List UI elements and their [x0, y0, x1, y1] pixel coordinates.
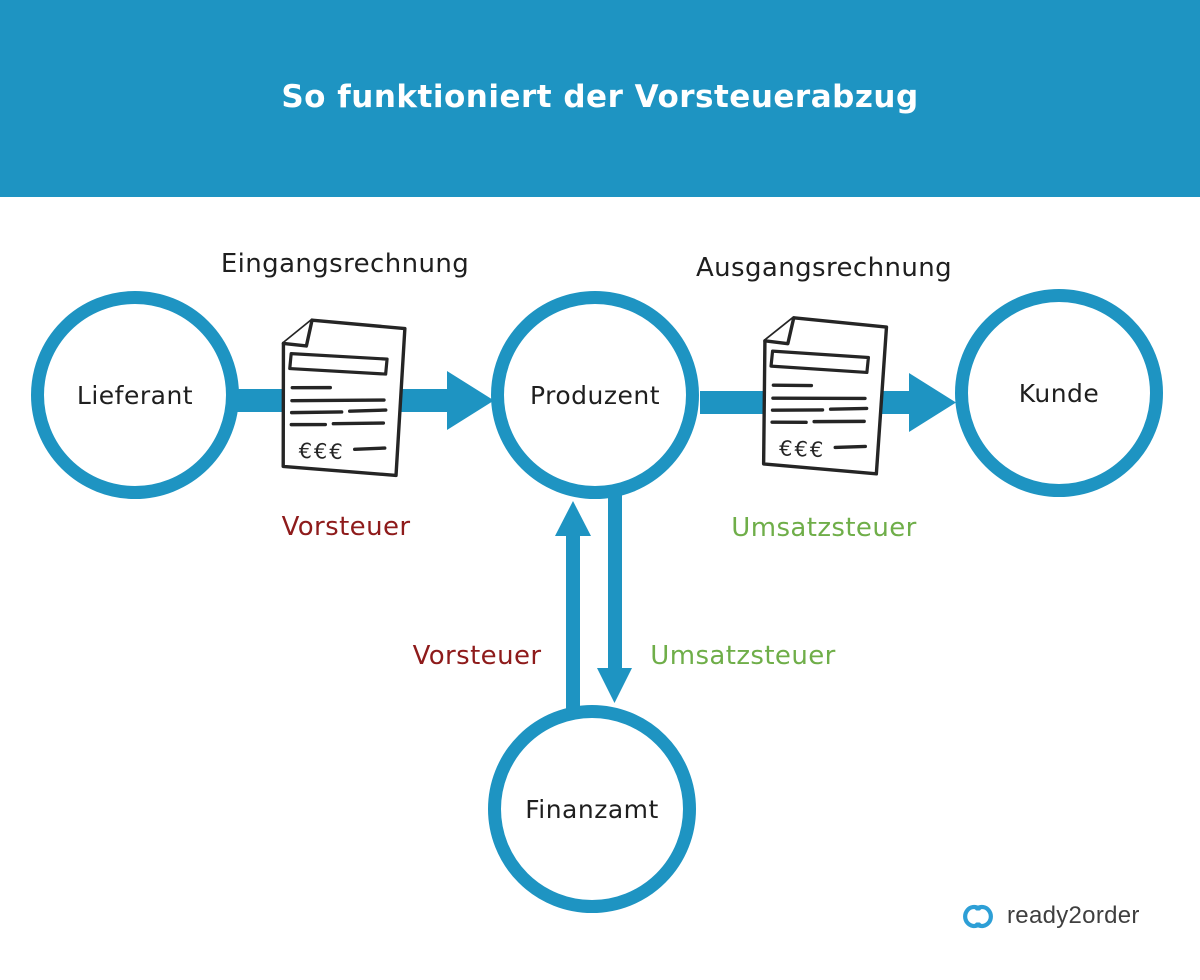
node-produzent-label: Produzent	[529, 380, 661, 410]
node-finanzamt: Finanzamt	[488, 705, 696, 913]
invoice-currency-text: €€€	[298, 439, 345, 464]
ready2order-logo-text: ready2order	[1007, 902, 1140, 929]
invoice-icon-eingangsrechnung: €€€	[281, 318, 407, 478]
label-umsatzsteuer-invoice: Umsatzsteuer	[731, 513, 917, 543]
invoice-currency-text: €€€	[779, 436, 826, 462]
arrow-finanzamt-to-produzent-up	[555, 501, 591, 710]
node-kunde: Kunde	[955, 289, 1163, 497]
arrow-produzent-to-finanzamt-down	[597, 490, 632, 703]
header-band: So funktioniert der Vorsteuerabzug	[0, 0, 1200, 197]
label-ausgangsrechnung: Ausgangsrechnung	[695, 253, 953, 283]
label-umsatzsteuer-finanzamt: Umsatzsteuer	[650, 641, 836, 671]
node-lieferant: Lieferant	[31, 291, 239, 499]
page-title: So funktioniert der Vorsteuerabzug	[281, 79, 919, 115]
node-kunde-label: Kunde	[1018, 378, 1100, 408]
label-vorsteuer-finanzamt: Vorsteuer	[412, 641, 542, 671]
label-vorsteuer-invoice: Vorsteuer	[281, 512, 411, 542]
label-eingangsrechnung: Eingangsrechnung	[220, 249, 470, 279]
node-produzent: Produzent	[491, 291, 699, 499]
node-lieferant-label: Lieferant	[76, 380, 194, 410]
ready2order-logo: ready2order	[958, 898, 1140, 934]
invoice-icon-ausgangsrechnung: €€€	[761, 316, 889, 476]
ready2order-logo-icon	[963, 904, 993, 928]
node-finanzamt-label: Finanzamt	[525, 794, 659, 824]
